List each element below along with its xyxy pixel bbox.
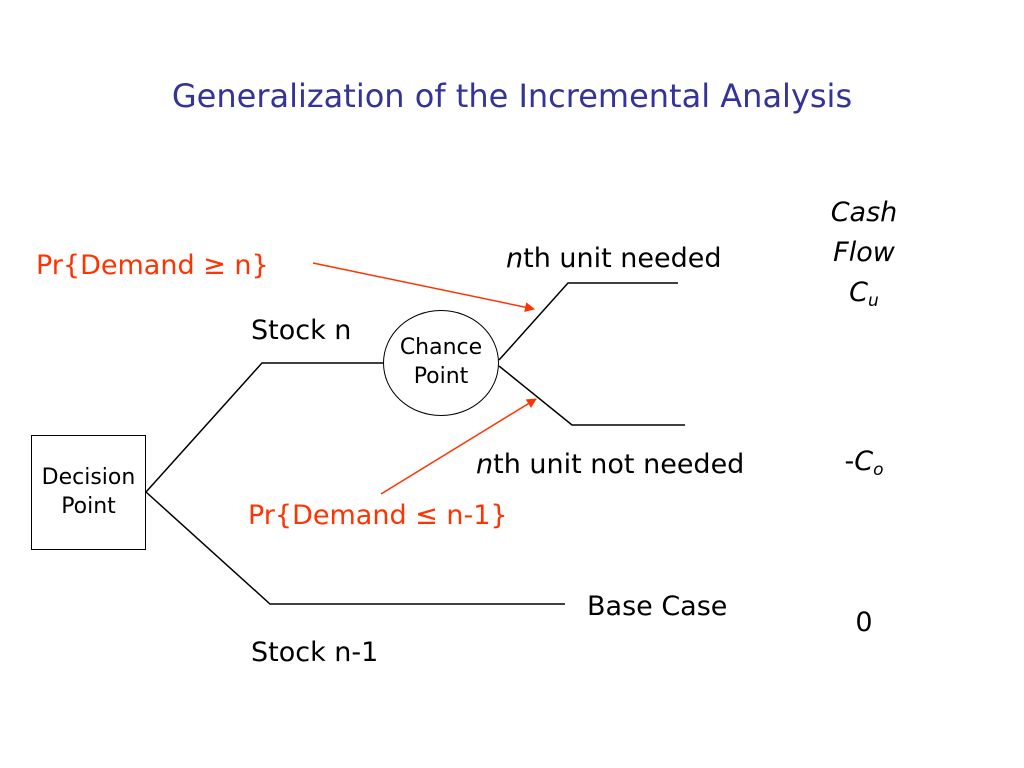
nth-not-needed-text: th unit not needed: [493, 449, 745, 480]
co-subscript: o: [873, 460, 884, 480]
chance-node-line1: Chance: [399, 335, 483, 361]
chance-point-node: Chance Point: [383, 310, 499, 416]
cash-flow-header-line1: Cash: [830, 197, 898, 228]
arrow-demand-ge-n: [312, 262, 535, 313]
cu-base: C: [849, 277, 869, 308]
nth-not-needed-variable: n: [476, 449, 494, 480]
branch-line-stock-n: [145, 362, 383, 493]
slide-title: Generalization of the Incremental Analys…: [171, 77, 853, 115]
chance-node-line2: Point: [413, 364, 469, 389]
label-nth-unit-needed: nth unit needed: [506, 245, 722, 272]
branch-line-nth-not-needed: [498, 365, 685, 426]
decision-node-line2: Point: [61, 493, 116, 519]
branch-line-stock-n-minus-1: [145, 491, 565, 605]
cash-flow-co: -Co: [800, 446, 928, 479]
cash-flow-zero: 0: [855, 607, 873, 638]
nth-needed-text: th unit needed: [523, 243, 722, 274]
cash-flow-cu: Cu: [800, 277, 928, 310]
probability-demand-ge-n: Pr{Demand ≥ n}: [36, 250, 269, 281]
co-base: C: [854, 446, 874, 477]
decision-point-node: Decision Point: [31, 435, 146, 550]
label-nth-unit-not-needed: nth unit not needed: [476, 451, 744, 478]
decision-node-line1: Decision: [41, 464, 136, 490]
cu-subscript: u: [868, 291, 879, 311]
branch-line-nth-needed: [498, 282, 678, 361]
label-stock-n-minus-1: Stock n-1: [251, 637, 379, 668]
cash-flow-header-line2: Flow: [833, 237, 895, 268]
co-prefix: -: [844, 446, 855, 477]
nth-needed-variable: n: [506, 243, 524, 274]
arrow-demand-le-n-minus-1: [380, 398, 537, 495]
probability-demand-le-n-minus-1: Pr{Demand ≤ n-1}: [248, 500, 508, 531]
label-stock-n: Stock n: [251, 315, 352, 346]
label-base-case: Base Case: [587, 591, 728, 622]
